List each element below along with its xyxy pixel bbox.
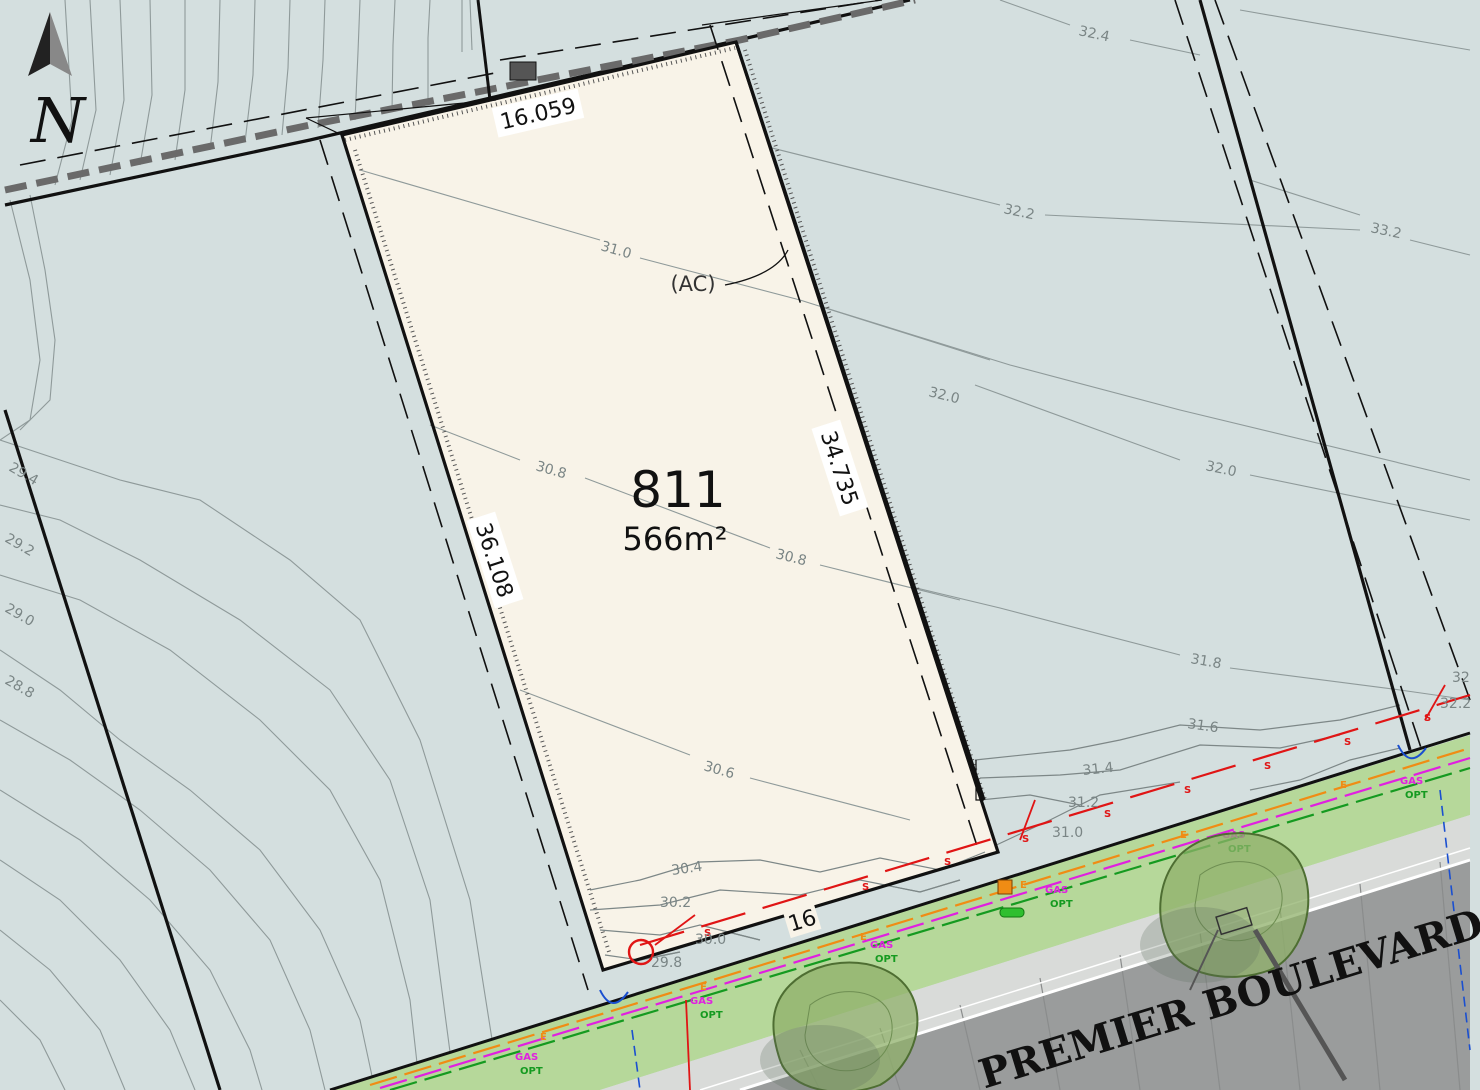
contour-label: 31.2 <box>1068 795 1099 811</box>
contour-label: 30.0 <box>695 932 726 948</box>
contour-label: 31.0 <box>1052 825 1083 841</box>
pit-icon <box>509 61 537 81</box>
contour-label: 30.4 <box>670 859 703 879</box>
electric-label: E <box>1020 880 1027 891</box>
sewer-label: S <box>1022 834 1029 845</box>
lot-contours-overlay <box>359 169 991 961</box>
contour-label: 32.2 <box>1002 201 1036 223</box>
optic-label: OPT <box>875 954 898 965</box>
sewer-label: S <box>704 928 711 939</box>
gas-label: GAS <box>870 940 893 951</box>
service-lines <box>369 684 1471 1090</box>
optic-label: OPT <box>700 1010 723 1021</box>
contour-label: 31.8 <box>1189 651 1222 672</box>
ac-arc <box>724 249 789 286</box>
top-setback-line <box>19 71 501 166</box>
electric-label: E <box>1180 830 1187 841</box>
optic-label: OPT <box>520 1066 543 1077</box>
optic-line <box>389 766 1471 1090</box>
lot-area: 566m² <box>622 520 727 558</box>
north-arrow: N <box>28 12 88 157</box>
electric-label: E <box>540 1032 547 1043</box>
optic-label: OPT <box>1405 790 1428 801</box>
sewer-label: S <box>862 882 869 893</box>
water-meter-icon <box>1397 744 1427 760</box>
north-arrow-icon <box>28 12 50 76</box>
optic-label: OPT <box>1050 899 1073 910</box>
contour-label: 32 <box>1452 670 1470 686</box>
gas-label: GAS <box>515 1052 538 1063</box>
contour-label: 31.6 <box>1186 716 1219 736</box>
neighbour-boundaries <box>3 0 1412 1090</box>
north-arrow-icon <box>50 12 72 76</box>
lot-811-boundary <box>339 40 1001 972</box>
gas-line <box>379 756 1471 1090</box>
street-tree <box>760 961 919 1090</box>
sewer-label: S <box>1424 713 1431 724</box>
road-frontage-boundary <box>329 731 1471 1090</box>
lot-811-fill[interactable] <box>342 42 998 970</box>
electric-label: E <box>700 982 707 993</box>
contour-lines-east <box>999 0 1471 216</box>
sewer-label: S <box>944 857 951 868</box>
contour-label: 31.4 <box>1082 760 1115 779</box>
electric-label: E <box>860 932 867 943</box>
lot-hatch-left <box>353 149 612 956</box>
gas-label: GAS <box>690 996 713 1007</box>
sewer-label: S <box>1264 761 1271 772</box>
sewer-label: S <box>1104 809 1111 820</box>
service-pits <box>599 744 1427 1004</box>
contour-label: 33.2 <box>1369 220 1403 242</box>
gas-label: GAS <box>1045 885 1068 896</box>
contour-label: 32.0 <box>1204 458 1238 480</box>
contour-label: 32.2 <box>1440 696 1471 712</box>
lot-number: 811 <box>630 461 725 519</box>
ac-label: (AC) <box>670 272 715 296</box>
contour-label: 32.0 <box>927 384 961 407</box>
sewer-easement-line <box>4 0 916 194</box>
water-meter-icon <box>599 989 629 1004</box>
contour-label: 32.4 <box>1077 23 1111 45</box>
lot-hatch-top <box>344 46 736 142</box>
electric-pit-icon <box>997 879 1013 895</box>
sewer-label: S <box>1184 785 1191 796</box>
north-letter: N <box>29 84 88 157</box>
optic-pit-icon <box>999 907 1025 918</box>
contour-lines-west <box>0 194 501 1090</box>
electric-label: E <box>1340 780 1347 791</box>
sewer-line <box>639 693 1471 947</box>
gas-label: GAS <box>1400 776 1423 787</box>
sewer-label: S <box>1344 737 1351 748</box>
street-tree <box>1140 832 1348 1082</box>
electric-line <box>369 746 1471 1087</box>
contour-label: 29.8 <box>651 955 682 971</box>
contour-lines-northwest <box>54 0 473 186</box>
contour-label: 30.2 <box>660 895 691 911</box>
sewer-junction-icon <box>627 938 655 966</box>
contour-label: 30.8 <box>774 546 808 569</box>
